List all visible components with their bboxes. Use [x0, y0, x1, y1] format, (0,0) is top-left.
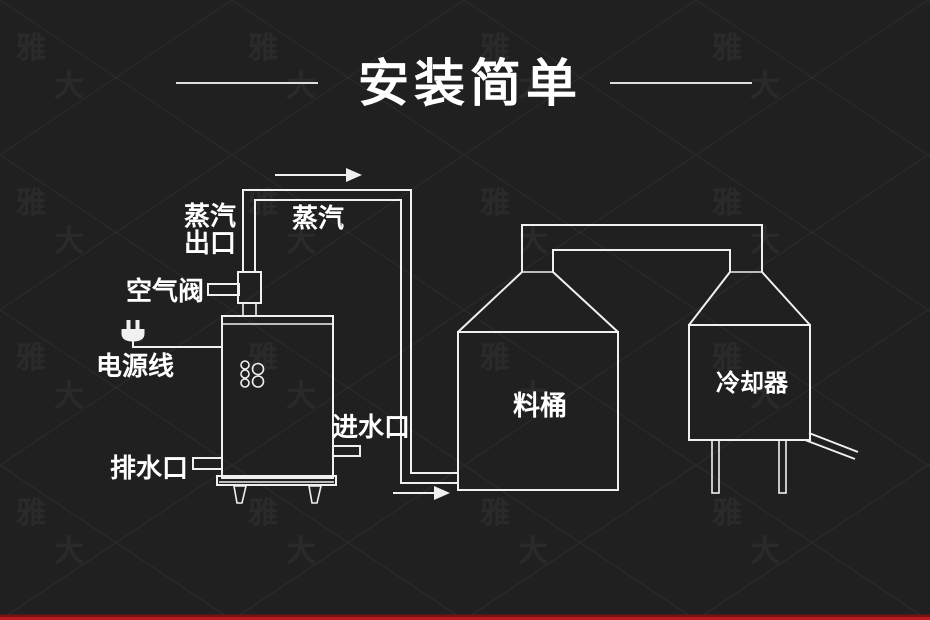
water-inlet-stub	[332, 445, 361, 457]
label-steam-pipe: 蒸汽	[292, 203, 344, 233]
transfer-duct-outer-wall	[521, 224, 763, 272]
barrel-funnel	[457, 271, 619, 333]
steam-pipe-inner-wall	[254, 199, 458, 484]
cooler-leg-left	[711, 439, 720, 494]
boiler-body	[221, 315, 334, 479]
label-material-barrel: 料桶	[513, 391, 567, 421]
page-title: 安装简单	[358, 55, 582, 112]
cooler-leg-right	[778, 439, 787, 494]
label-drain-outlet: 排水口	[110, 453, 188, 483]
cooler-body	[688, 324, 811, 441]
steam-pipe-outer-wall	[242, 189, 458, 474]
bottom-red-bar	[0, 614, 930, 620]
drain-outlet-stub	[192, 457, 223, 470]
label-cooler: 冷却器	[716, 369, 789, 397]
label-steam-outlet-line1: 蒸汽	[184, 201, 236, 231]
power-plug-icon	[121, 320, 145, 342]
label-water-inlet: 进水口	[332, 412, 410, 442]
cooler-funnel	[688, 271, 811, 326]
flow-arrow-bottom	[393, 486, 450, 500]
label-air-valve: 空气阀	[126, 276, 204, 306]
boiler-burner-dots	[240, 360, 265, 388]
power-cord-line	[132, 341, 222, 348]
boiler-base-band	[216, 475, 337, 486]
barrel-body	[457, 331, 619, 491]
label-steam-outlet-line2: 出口	[184, 228, 236, 258]
cooler-outlet-pipe	[804, 432, 859, 460]
boiler-leg-right	[308, 485, 323, 504]
air-valve-stub	[207, 283, 240, 296]
flow-arrow-top	[275, 168, 362, 182]
boiler-leg-left	[233, 485, 248, 504]
label-steam-outlet: 蒸汽 出口	[184, 201, 236, 258]
steam-outlet-stub	[242, 302, 257, 317]
transfer-duct-inner-wall	[552, 249, 731, 272]
label-power-cord: 电源线	[96, 351, 174, 381]
